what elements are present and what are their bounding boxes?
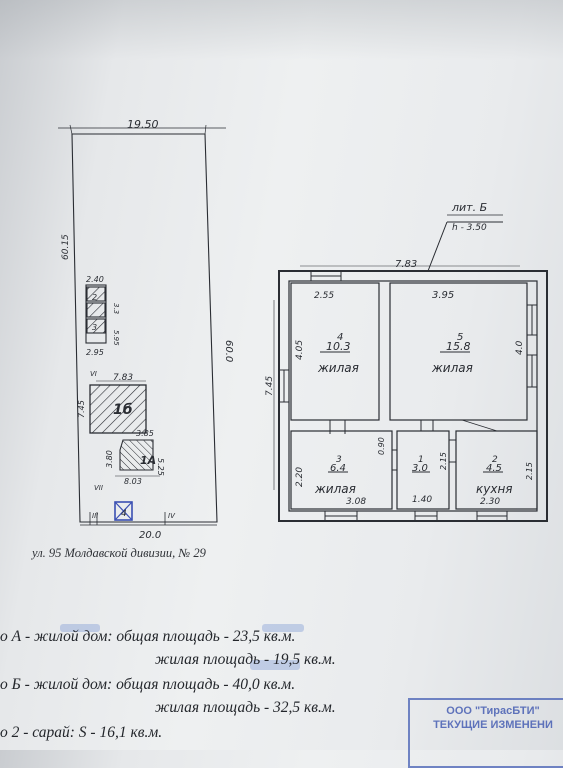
lot-top-width: 19.50: [127, 118, 159, 131]
stamp-line-1: ООО "ТирасБТИ": [446, 705, 540, 717]
room-2-number: 2: [492, 455, 498, 465]
shed-side-a: 3.3: [112, 303, 120, 314]
room-5-number: 5: [457, 332, 463, 343]
mark-iv: IV: [168, 512, 176, 520]
mark-vii: VII: [94, 484, 103, 492]
room-4-outline: [290, 282, 380, 421]
lot-left-length: 60.15: [61, 234, 71, 260]
house-b-depth: 7.45: [77, 400, 86, 418]
room-5-area: 15.8: [446, 340, 471, 353]
room-5-outline: [389, 282, 528, 421]
site-plan-labels: 19.50 60.15 60.0 20.0 2.40 3.3 5.95 2.95…: [61, 118, 234, 541]
room-1-area: 3.0: [412, 463, 428, 474]
mark-vi: VI: [90, 370, 97, 378]
gate-label: 4: [121, 509, 127, 519]
room-1-dim-bottom: 1.40: [412, 495, 432, 505]
room-2-type: кухня: [476, 482, 513, 496]
room-2-area: 4.5: [486, 463, 502, 474]
room-3-dim-bottom: 3.08: [346, 497, 366, 507]
windows: [278, 270, 538, 522]
stamp-line-2: ТЕКУЩИЕ ИЗМЕНЕНИ: [433, 719, 553, 731]
house-a-top: 3.85: [136, 429, 154, 438]
shed-top-dim: 2.40: [86, 275, 104, 284]
room-4-area: 10.3: [326, 340, 351, 353]
summary-line-1: о А - жилой дом: общая площадь - 23,5 кв…: [0, 628, 296, 645]
site-plan: [58, 124, 226, 526]
room-3-number: 3: [336, 455, 342, 465]
floor-plan-labels: лит. Б h - 3.50 7.83 7.45 2.55 4.05 4 10…: [265, 201, 534, 507]
lit-label: лит. Б: [451, 201, 487, 214]
height-label: h - 3.50: [452, 223, 487, 233]
total-width: 7.83: [395, 259, 417, 270]
total-depth: 7.45: [265, 376, 275, 396]
shed-side-b: 5.95: [112, 330, 120, 346]
house-a-outline: [119, 439, 154, 471]
doors: [329, 419, 498, 471]
room-4-dim-left: 4.05: [295, 340, 305, 360]
room-5-type: жилая: [431, 361, 473, 375]
address-caption: ул. 95 Молдавской дивизии, № 29: [32, 546, 206, 560]
room-3-dim-left: 2.20: [295, 467, 305, 487]
gate-structure: [114, 501, 133, 521]
ink-blot: [60, 624, 100, 632]
summary-line-5: о 2 - сарай: S - 16,1 кв.м.: [0, 724, 163, 741]
shed-hatch-3: [86, 318, 106, 334]
page-fold-shadow: [0, 0, 563, 60]
house-b-outline: [89, 384, 147, 434]
house-a-right: 5.25: [156, 458, 165, 476]
room-4-dim-top: 2.55: [314, 291, 334, 301]
ink-blot: [250, 660, 300, 670]
house-a-label: 1А: [140, 454, 156, 467]
room-5-dim-top: 3.95: [432, 290, 454, 301]
room-2-dim-right: 2.15: [525, 462, 534, 480]
shed-outline: [85, 284, 107, 344]
technical-drawing: 19.50 60.15 60.0 20.0 2.40 3.3 5.95 2.95…: [58, 118, 548, 541]
summary-line-3: о Б - жилой дом: общая площадь - 40,0 кв…: [0, 676, 296, 693]
room-3-type: жилая: [314, 482, 356, 496]
room-4-type: жилая: [317, 361, 359, 375]
shed-label-3: 3: [92, 323, 97, 332]
ink-blot: [262, 624, 304, 632]
summary-line-2: жилая площадь - 19,5 кв.м.: [155, 651, 336, 668]
room-4-number: 4: [337, 332, 343, 343]
lot-bottom-width: 20.0: [139, 530, 161, 541]
room-1-number: 1: [418, 455, 424, 465]
mark-iii: III: [92, 512, 98, 520]
bti-stamp: ООО "ТирасБТИ" ТЕКУЩИЕ ИЗМЕНЕНИ: [408, 698, 563, 768]
room-3-dim-right: 0.90: [377, 437, 386, 455]
shed-hatch-2: [86, 302, 106, 318]
room-1-dim-right: 2.15: [439, 452, 448, 470]
room-2-dim-bottom: 2.30: [480, 497, 500, 507]
outer-wall-inner: [288, 280, 538, 512]
shed-hatch-1: [86, 286, 106, 302]
lot-right-length: 60.0: [223, 340, 234, 362]
summary-line-4: жилая площадь - 32,5 кв.м.: [155, 699, 336, 716]
house-a-side: 3.80: [105, 450, 114, 468]
floor-plan: [273, 214, 548, 522]
house-a-bottom: 8.03: [124, 477, 142, 486]
room-3-area: 6.4: [330, 463, 346, 474]
shed-bottom-dim: 2.95: [86, 348, 104, 357]
house-b-label: 1б: [113, 402, 133, 418]
shed-label-2: 2: [92, 293, 97, 302]
lot-boundary: [71, 133, 218, 523]
room-5-dim-right: 4.0: [515, 340, 525, 355]
house-b-width: 7.83: [113, 373, 133, 383]
